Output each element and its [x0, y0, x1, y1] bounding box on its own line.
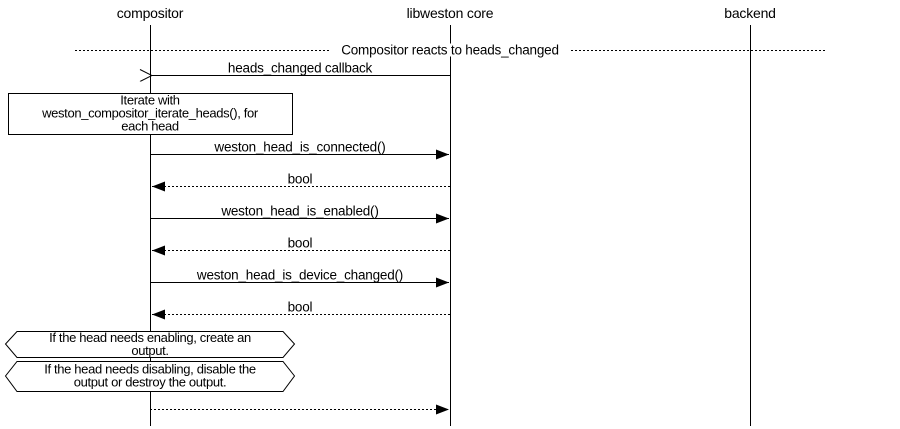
note-box-iterate-heads [8, 93, 293, 135]
participant-label-compositor: compositor [117, 5, 184, 21]
message-label-bool-1: bool [288, 172, 313, 187]
message-label-bool-2: bool [288, 236, 313, 251]
note-box-line-2: weston_compositor_iterate_heads(), for [41, 106, 259, 121]
condition-hexagon-enabling [4, 331, 296, 358]
participant-label-backend: backend [724, 5, 776, 21]
divider-label-background [331, 43, 569, 57]
condition-enabling-line-1: If the head needs enabling, create an [49, 330, 251, 345]
message-label-weston-head-is-enabled: weston_head_is_enabled() [220, 204, 378, 219]
condition-hexagon-disabling [4, 361, 296, 392]
condition-disabling-line-2: output or destroy the output. [74, 375, 226, 390]
note-box-line-1: Iterate with [120, 93, 180, 108]
participant-label-libweston-core: libweston core [407, 5, 494, 21]
note-box-line-3: each head [121, 119, 179, 134]
message-label-heads-changed-callback: heads_changed callback [228, 61, 373, 76]
divider-label: Compositor reacts to heads_changed [341, 43, 559, 58]
condition-disabling-line-1: If the head needs disabling, disable the [44, 362, 256, 377]
message-label-weston-head-is-connected: weston_head_is_connected() [213, 140, 385, 155]
condition-enabling-line-2: output. [131, 343, 168, 358]
message-label-weston-head-is-device-changed: weston_head_is_device_changed() [196, 268, 403, 283]
message-label-bool-3: bool [288, 300, 313, 315]
